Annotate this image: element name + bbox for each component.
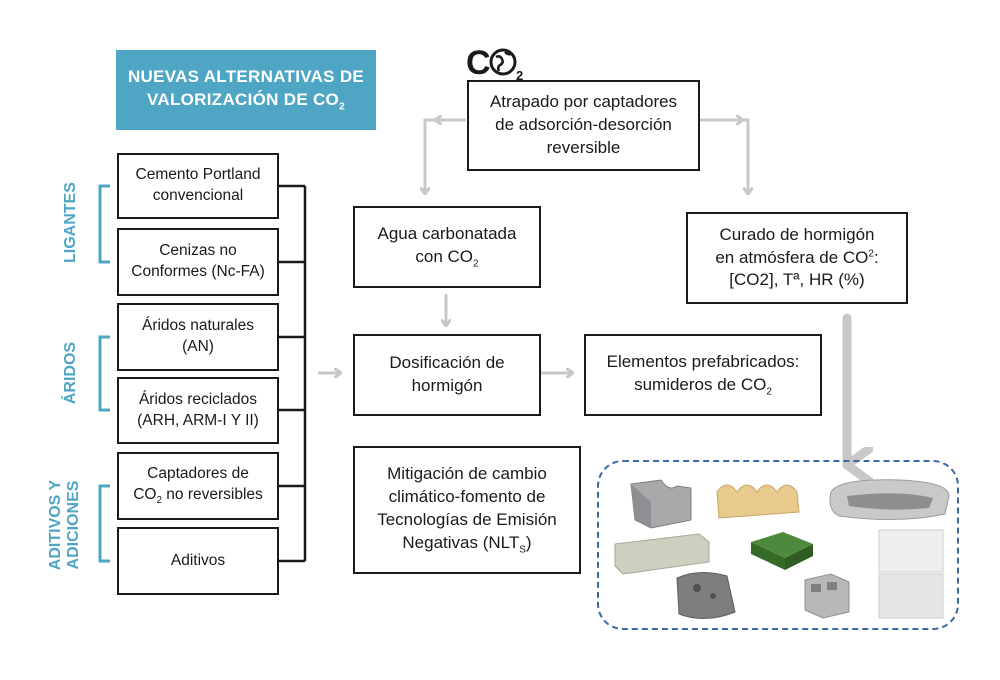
kerb-long-image xyxy=(614,533,710,575)
concrete-bench-image xyxy=(829,479,950,521)
group-label-aridos: ÁRIDOS xyxy=(62,341,79,405)
input-bracket xyxy=(278,184,307,563)
box-dosificacion: Dosificación de hormigón xyxy=(353,334,541,416)
input-box-cenizas: Cenizas no Conformes (Nc-FA) xyxy=(117,228,279,296)
group-brackets xyxy=(98,184,110,563)
flow-arrows xyxy=(318,120,748,373)
prefab-products-illustration xyxy=(614,479,950,619)
prefab-products-panel xyxy=(597,460,959,630)
group-label-ligantes: LIGANTES xyxy=(62,182,79,263)
group-label-aditivos: ADITIVOS Y ADICIONES xyxy=(47,479,83,571)
diagram-title: NUEVAS ALTERNATIVAS DE VALORIZACIÓN DE C… xyxy=(116,50,376,130)
input-box-cemento: Cemento Portland convencional xyxy=(117,153,279,219)
green-paver-image xyxy=(751,532,813,570)
box-mitigacion: Mitigación de cambio climático-fomento d… xyxy=(353,446,581,574)
logo-subscript: 2 xyxy=(516,68,523,82)
co2-logo: C 2 xyxy=(466,42,526,87)
scalloped-edging-image xyxy=(716,484,800,519)
porous-block-image xyxy=(676,572,736,619)
input-box-aditivos: Aditivos xyxy=(117,527,279,595)
box-curado: Curado de hormigón en atmósfera de CO2: … xyxy=(686,212,908,304)
hollow-block-image xyxy=(804,573,850,619)
box-elementos-prefabricados: Elementos prefabricados: sumideros de CO… xyxy=(584,334,822,416)
input-box-captadores: Captadores de CO2 no reversibles xyxy=(117,452,279,520)
input-box-aridos-reciclados: Áridos reciclados (ARH, ARM-I Y II) xyxy=(117,377,279,444)
white-panels-image xyxy=(878,529,944,619)
globe-icon xyxy=(489,48,517,76)
input-box-aridos-naturales: Áridos naturales (AN) xyxy=(117,303,279,371)
box-agua-carbonatada: Agua carbonatada con CO2 xyxy=(353,206,541,288)
logo-letter: C xyxy=(466,44,491,82)
box-captura: Atrapado por captadores de adsorción-des… xyxy=(467,80,700,171)
curb-block-image xyxy=(630,479,692,529)
